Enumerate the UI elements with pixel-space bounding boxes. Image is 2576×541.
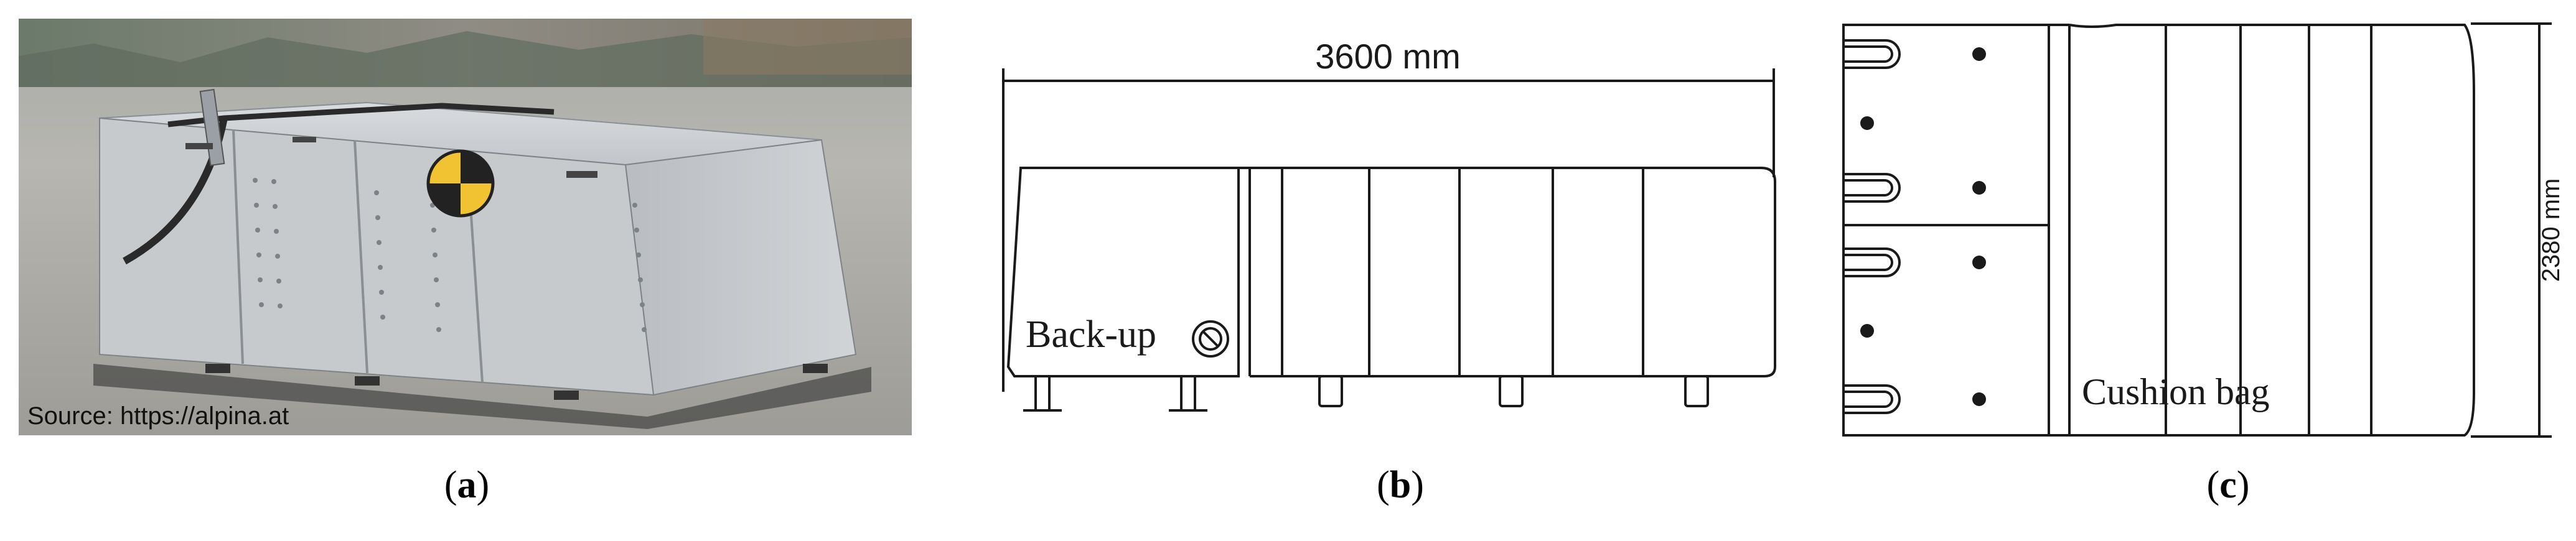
brand-logo [185, 137, 597, 178]
knob-icon [1192, 320, 1229, 358]
caption-c: (c) [2206, 464, 2250, 506]
backup-top [1842, 24, 2050, 437]
side-view-drawing: 3600 mm Back-up [1002, 37, 1776, 412]
attenuator-photo: Source: https://alpina.at [19, 19, 912, 435]
cushion-label: Cushion bag [2082, 371, 2270, 412]
latch [199, 88, 225, 167]
caption-a: (a) [444, 464, 490, 506]
width-label: 3600 mm [1315, 37, 1460, 76]
long-face [99, 117, 655, 396]
hook-icons [1843, 39, 1901, 414]
backup-label: Back-up [1026, 313, 1156, 356]
backup-feet [1023, 375, 1709, 412]
height-label: 2380 mm [2537, 178, 2565, 282]
caption-b: (b) [1377, 464, 1424, 506]
cushion-body [1250, 167, 1776, 377]
crash-target-icon [426, 149, 495, 218]
front-face [624, 139, 857, 396]
strap [167, 103, 555, 127]
shadow [93, 364, 871, 429]
cushion-top [2069, 24, 2475, 437]
top-view-drawing: Cushion bag 2380 mm [1842, 22, 2565, 438]
bolt-dots [1860, 47, 1986, 406]
backup-box [1006, 167, 1240, 377]
photo-source-text: Source: https://alpina.at [27, 402, 289, 430]
